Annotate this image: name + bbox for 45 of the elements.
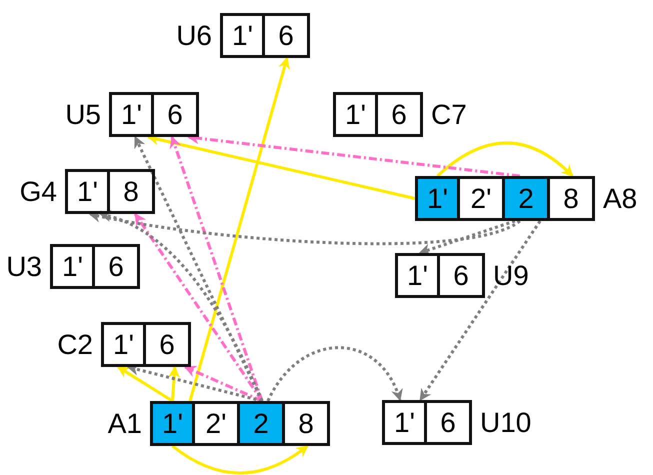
position-box: 6 — [265, 13, 310, 58]
residue-label: U9 — [493, 259, 529, 293]
position-box: 1' — [50, 244, 95, 289]
position-box: 2 — [240, 401, 285, 446]
position-box: 1' — [415, 176, 460, 221]
position-box: 2 — [505, 176, 550, 221]
position-box: 1' — [220, 13, 265, 58]
position-box: 6 — [95, 244, 140, 289]
residue-label: U3 — [6, 250, 42, 284]
residue-label: U6 — [176, 19, 212, 53]
curved-arrow — [98, 210, 264, 402]
position-box: 8 — [550, 176, 595, 221]
arrow — [170, 136, 264, 402]
position-box: 1' — [65, 169, 110, 214]
arrow — [419, 220, 542, 401]
residue-label: A8 — [603, 182, 638, 216]
arrow — [117, 366, 174, 402]
residue-label: U5 — [65, 98, 101, 132]
curved-arrow — [436, 142, 574, 178]
curved-arrow — [172, 444, 308, 474]
residue-label: G4 — [20, 175, 57, 209]
position-box: 1' — [333, 92, 378, 137]
position-box: 6 — [146, 322, 191, 367]
arrow — [188, 56, 290, 402]
position-box: 1' — [101, 322, 146, 367]
position-box: 1' — [382, 400, 427, 445]
curved-arrow — [266, 346, 402, 402]
position-box: 8 — [285, 401, 330, 446]
position-box: 1' — [109, 92, 154, 137]
arrow — [418, 220, 516, 256]
position-box: 8 — [110, 169, 155, 214]
position-box: 6 — [440, 253, 485, 298]
arrow — [168, 366, 180, 402]
position-box: 1' — [395, 253, 440, 298]
residue-label: C2 — [57, 328, 93, 362]
arrow — [187, 132, 520, 178]
residue-label: U10 — [480, 406, 532, 440]
curved-arrow — [88, 210, 521, 246]
position-box: 6 — [378, 92, 423, 137]
position-box: 1' — [150, 401, 195, 446]
position-box: 6 — [427, 400, 472, 445]
residue-label: A1 — [108, 407, 142, 441]
arrow — [146, 134, 416, 200]
position-box: 6 — [154, 92, 199, 137]
residue-label: C7 — [431, 98, 467, 132]
